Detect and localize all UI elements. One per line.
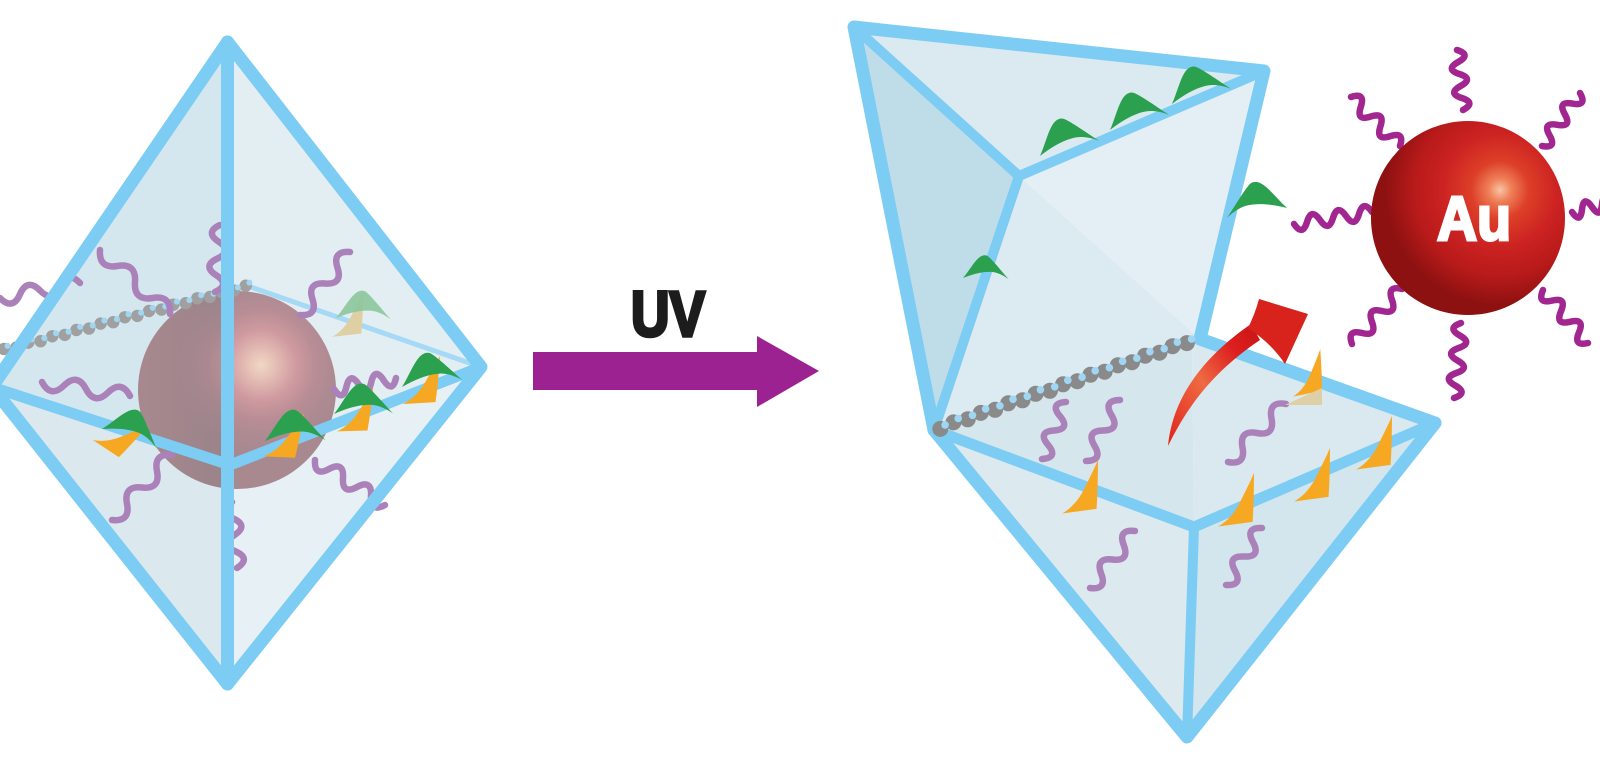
svg-text:UV: UV: [631, 278, 705, 350]
svg-text:Au: Au: [1437, 185, 1511, 254]
